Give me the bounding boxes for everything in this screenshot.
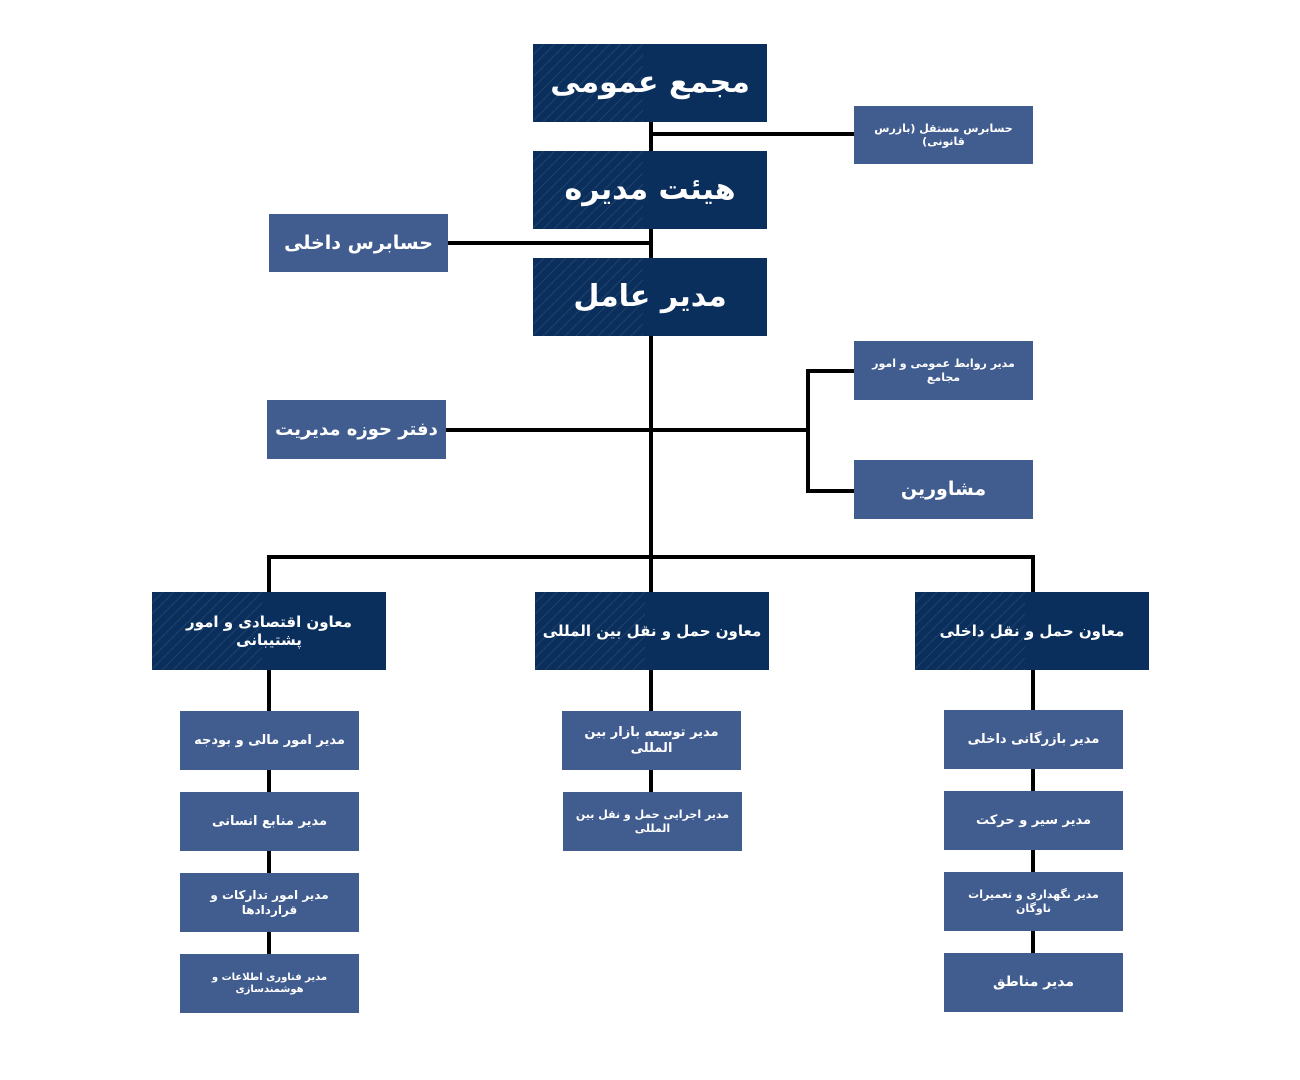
node-public-relations: مدیر روابط عمومی و امور مجامع [854, 341, 1033, 400]
node-general-assembly: مجمع عمومی [533, 44, 767, 122]
node-deputy-economic: معاون اقتصادی و امور پشتیبانی [152, 592, 386, 670]
node-fleet-maintenance-label: مدیر نگهداری و تعمیرات ناوگان [968, 888, 1099, 915]
node-ceo-label: مدیر عامل [573, 279, 727, 314]
node-fleet-maintenance: مدیر نگهداری و تعمیرات ناوگان [944, 872, 1123, 931]
node-intl-transport-exec-label: مدیر اجرایی حمل و نقل بین المللی [575, 808, 730, 835]
node-internal-auditor: حسابرس داخلی [269, 214, 448, 272]
node-intl-market-dev-label: مدیر توسعه بازار بین المللی [584, 724, 719, 756]
node-it-smart-label: مدیر فناوری اطلاعات و هوشمندسازی [211, 971, 328, 995]
node-domestic-commerce: مدیر بازرگانی داخلی [944, 710, 1123, 769]
node-traffic-ops: مدیر سیر و حرکت [944, 791, 1123, 850]
connector-pr-advisors [806, 369, 854, 493]
node-domestic-commerce-label: مدیر بازرگانی داخلی [967, 731, 1100, 747]
node-it-smart: مدیر فناوری اطلاعات و هوشمندسازی [180, 954, 359, 1013]
node-deputy-domestic-label: معاون حمل و نقل داخلی [939, 622, 1125, 640]
node-human-resources-label: مدیر منابع انسانی [211, 813, 328, 829]
node-board-of-directors: هیئت مدیره [533, 151, 767, 229]
node-independent-auditor: حسابرس مستقل (بازرس قانونی) [854, 106, 1033, 164]
node-regions: مدیر مناطق [944, 953, 1123, 1012]
node-general-assembly-label: مجمع عمومی [550, 65, 750, 100]
node-board-of-directors-label: هیئت مدیره [564, 172, 736, 207]
node-deputy-economic-label: معاون اقتصادی و امور پشتیبانی [186, 613, 352, 649]
node-advisors-label: مشاورین [900, 478, 987, 501]
node-independent-auditor-label: حسابرس مستقل (بازرس قانونی) [874, 121, 1013, 148]
node-regions-label: مدیر مناطق [992, 974, 1075, 991]
node-management-office-label: دفتر حوزه مدیریت [275, 418, 438, 440]
node-internal-auditor-label: حسابرس داخلی [284, 231, 433, 254]
node-deputy-international: معاون حمل و نقل بین المللی [535, 592, 769, 670]
node-procurement-contracts-label: مدیر امور تدارکات و قراردادها [210, 888, 329, 917]
node-finance-budget-label: مدیر امور مالی و بودجه [194, 732, 345, 748]
node-intl-transport-exec: مدیر اجرایی حمل و نقل بین المللی [563, 792, 742, 851]
node-deputy-domestic: معاون حمل و نقل داخلی [915, 592, 1149, 670]
node-human-resources: مدیر منابع انسانی [180, 792, 359, 851]
node-finance-budget: مدیر امور مالی و بودجه [180, 711, 359, 770]
node-public-relations-label: مدیر روابط عمومی و امور مجامع [872, 357, 1015, 384]
node-traffic-ops-label: مدیر سیر و حرکت [975, 812, 1092, 828]
node-procurement-contracts: مدیر امور تدارکات و قراردادها [180, 873, 359, 932]
node-intl-market-dev: مدیر توسعه بازار بین المللی [562, 711, 741, 770]
node-management-office: دفتر حوزه مدیریت [267, 400, 446, 459]
node-deputy-international-label: معاون حمل و نقل بین المللی [542, 622, 762, 640]
node-advisors: مشاورین [854, 460, 1033, 519]
node-ceo: مدیر عامل [533, 258, 767, 336]
